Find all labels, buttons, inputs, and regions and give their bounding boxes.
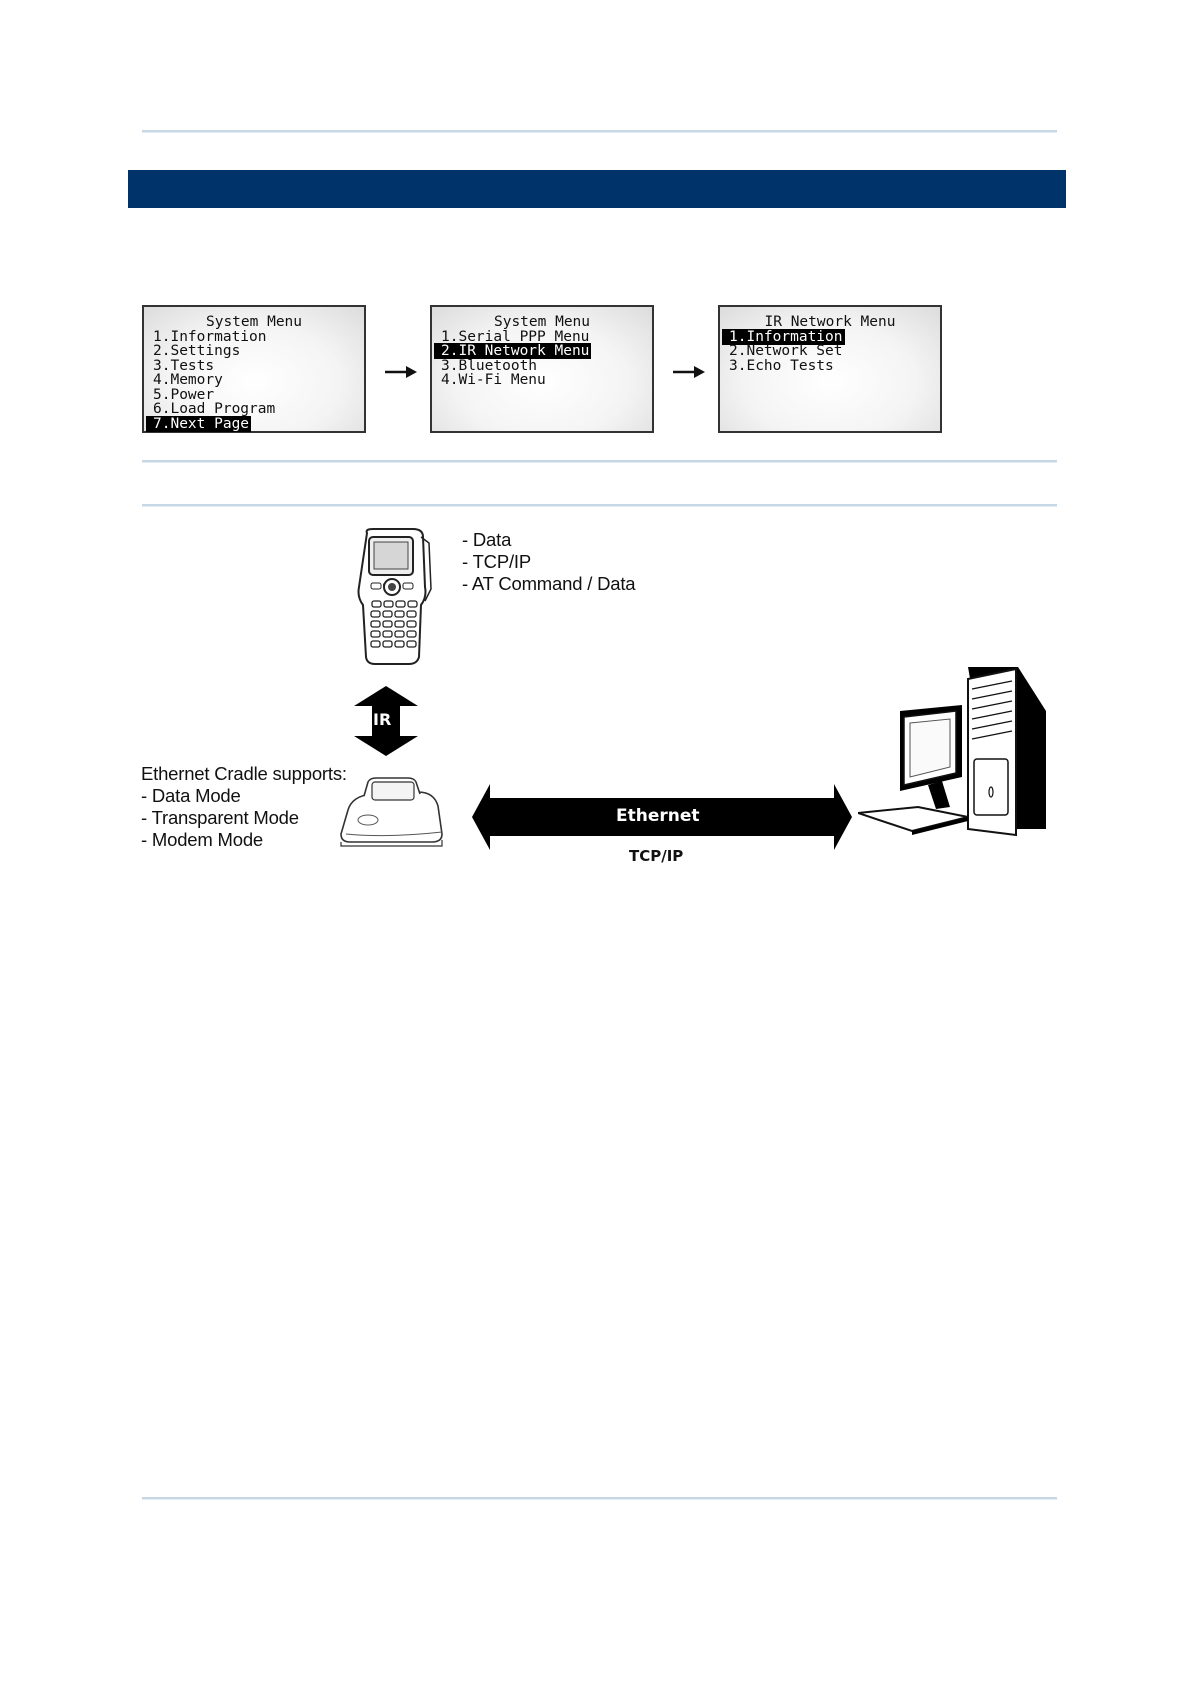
screen-system-menu-page1: System Menu 1.Information 2.Settings 3.T… bbox=[142, 305, 366, 433]
ethernet-cradle-icon bbox=[340, 777, 443, 847]
footer-rule bbox=[142, 1497, 1057, 1500]
menu-item: 5.Power bbox=[153, 386, 215, 403]
screen-system-menu-page2: System Menu 1.Serial PPP Menu 2.IR Netwo… bbox=[430, 305, 654, 433]
tcpip-protocol-label: TCP/IP bbox=[629, 847, 684, 865]
terminal-note-data: - Data bbox=[462, 529, 512, 550]
section-heading-band bbox=[128, 170, 1066, 208]
menu-item: 3.Tests bbox=[153, 357, 215, 374]
menu-item: 4.Memory bbox=[153, 372, 223, 388]
desktop-computer-icon bbox=[858, 667, 1046, 837]
ir-double-arrow-icon bbox=[354, 686, 418, 756]
header-rule bbox=[142, 130, 1057, 133]
menu-item-selected: 2.IR Network Menu bbox=[432, 343, 652, 359]
right-arrow-icon bbox=[673, 366, 705, 378]
cradle-supports-heading: Ethernet Cradle supports: bbox=[141, 763, 347, 784]
section-rule-lower bbox=[142, 504, 1057, 507]
menu-item: 1.Information bbox=[153, 328, 267, 345]
ir-label: IR bbox=[373, 710, 392, 729]
screen-ir-network-menu: IR Network Menu 1.Information 2.Network … bbox=[718, 305, 942, 433]
menu-item: 1.Serial PPP Menu bbox=[441, 328, 590, 345]
menu-item-selected: 1.Information bbox=[720, 328, 940, 345]
menu-item: 2.Settings bbox=[153, 343, 241, 359]
screen-title: System Menu bbox=[205, 314, 303, 330]
mobile-terminal-icon bbox=[357, 528, 432, 665]
menu-item-selected: 7.Next Page bbox=[144, 415, 364, 432]
ethernet-double-arrow-icon bbox=[472, 784, 852, 850]
menu-item: 2.Network Set bbox=[729, 343, 843, 359]
ethernet-label: Ethernet bbox=[616, 806, 700, 826]
cradle-mode-modem: - Modem Mode bbox=[141, 829, 264, 850]
terminal-note-at-command: - AT Command / Data bbox=[462, 573, 636, 594]
right-arrow-icon bbox=[385, 366, 417, 378]
screen-title: IR Network Menu bbox=[764, 314, 896, 330]
menu-item: 6.Load Program bbox=[153, 401, 276, 417]
cradle-mode-transparent: - Transparent Mode bbox=[141, 807, 299, 828]
menu-item: 3.Bluetooth bbox=[441, 357, 538, 374]
cradle-mode-data: - Data Mode bbox=[141, 785, 241, 806]
section-rule-upper bbox=[142, 460, 1057, 463]
screen-title: System Menu bbox=[493, 314, 591, 330]
menu-item: 4.Wi-Fi Menu bbox=[441, 372, 546, 388]
terminal-note-tcpip: - TCP/IP bbox=[462, 551, 531, 572]
menu-item: 3.Echo Tests bbox=[729, 357, 834, 374]
